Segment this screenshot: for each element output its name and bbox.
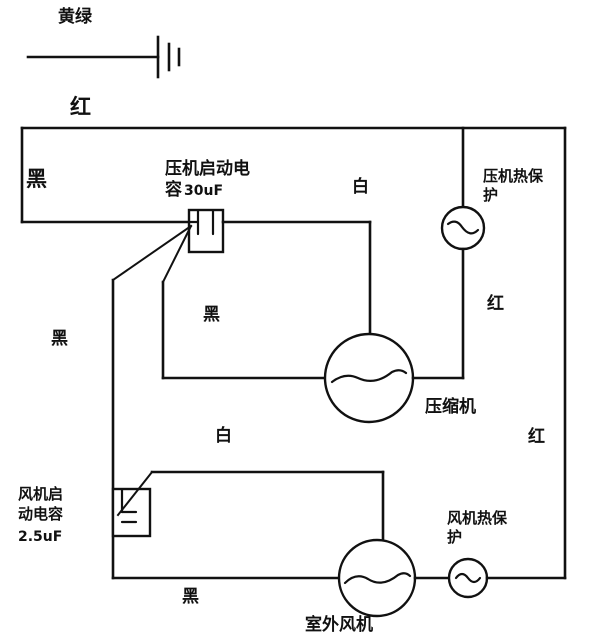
label-fan-start-capacitor-line1: 风机启 [18,485,64,503]
compressor-thermal-protector-icon [440,205,486,251]
label-white-mid: 白 [215,426,232,446]
label-compressor-thermal-line2: 护 [483,186,499,204]
label-black-left-mid: 黑 [51,329,68,349]
label-fan-start-capacitor-line2: 动电容 [18,505,64,523]
label-compressor-start-capacitor-line1: 压机启动电 [165,159,250,179]
label-fan-thermal-line2: 护 [447,528,463,546]
label-fan-thermal-line1: 风机热保 [447,509,508,527]
label-black-left-top: 黑 [26,167,47,191]
label-fan-start-capacitor-value: 2.5uF [18,529,63,545]
label-red-top: 红 [70,95,91,119]
label-red-right-upper: 红 [487,294,504,314]
label-black-center: 黑 [203,305,220,325]
fan-capacitor-diagonal-lead [116,470,154,517]
label-compressor-thermal-line1: 压机热保 [483,167,544,185]
label-white-top: 白 [352,177,369,197]
label-compressor: 压缩机 [425,397,476,417]
capacitor-lead-diagonal-right [161,224,193,284]
ground-icon [156,35,181,79]
label-compressor-start-capacitor-line2: 容 [165,180,182,200]
label-compressor-start-capacitor-value: 30uF [184,183,224,199]
compressor-start-capacitor-icon [187,208,225,254]
compressor-motor-icon [323,332,415,424]
label-black-bottom: 黑 [182,587,199,607]
ground-wire-group [26,35,181,79]
label-ground-wire: 黄绿 [58,7,92,27]
label-red-right-lower: 红 [528,427,545,447]
label-outdoor-fan: 室外风机 [305,615,373,635]
fan-start-capacitor-icon [111,487,152,538]
outdoor-fan-motor-icon [337,538,417,618]
fan-thermal-protector-icon [447,557,489,599]
capacitor-lead-diagonal-left [111,224,193,282]
